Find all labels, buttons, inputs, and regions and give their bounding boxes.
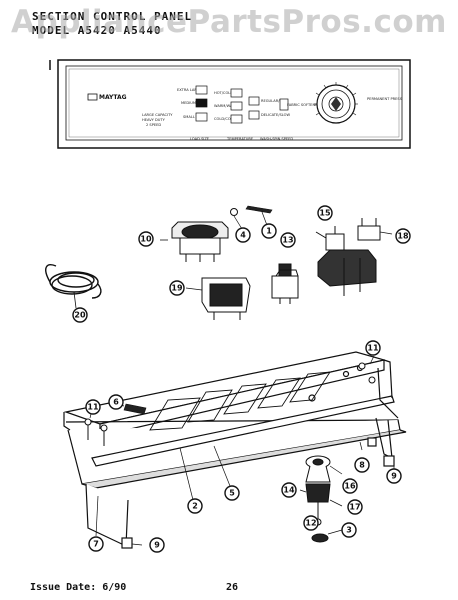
part-switch-18 [357,218,393,241]
callout-20: 20 [72,307,88,323]
callout-18: 18 [395,228,411,244]
svg-text:20: 20 [74,311,86,320]
part-selector-switch [185,277,251,320]
permanent-press-label: PERMANENT PRESS [367,97,403,101]
callout-1: 1 [261,223,277,239]
issue-date: Issue Date: 6/90 [30,582,127,593]
speed-option-2: DELICATE/SLOW [261,113,290,117]
callout-15: 15 [317,205,333,221]
callout-17: 17 [347,499,363,515]
fabric-softener-label: FABRIC SOFTENER [287,103,320,107]
part-screws [84,362,376,446]
callout-9b: 9 [149,537,165,553]
svg-text:7: 7 [93,540,99,549]
svg-text:9: 9 [391,472,397,481]
callout-6: 6 [108,394,124,410]
panel-left-label-3: 2 SPEED [146,123,161,127]
temperature-option-1: HOT/COLD [214,91,233,95]
part-clip [123,403,147,415]
svg-text:2: 2 [192,502,198,511]
svg-text:15: 15 [319,209,331,218]
console-frame [63,351,407,549]
callout-10: 10 [138,231,154,247]
callout-5: 5 [224,485,240,501]
svg-text:4: 4 [240,231,246,240]
svg-text:16: 16 [344,482,356,491]
svg-text:10: 10 [140,235,152,244]
svg-text:12: 12 [305,519,316,528]
svg-text:11: 11 [367,344,379,353]
part-knob [230,208,243,230]
callout-8: 8 [354,457,370,473]
callout-19: 19 [169,280,185,296]
model-title: MODEL A5420 A5440 [32,24,162,37]
callout-7: 7 [88,536,104,552]
control-panel: MAYTAG LARGE CAPACITY HEAVY DUTY 2 SPEED… [57,59,411,149]
speed-buttons: REGULAR/FAST DELICATE/SLOW [248,96,290,120]
svg-text:8: 8 [359,461,365,470]
temperature-option-3: COLD/COLD [214,117,236,121]
load-size-option-2: MEDIUM [181,101,196,105]
temperature-option-2: WARM/WARM [214,104,238,108]
callout-13: 13 [280,232,296,248]
watermark: AppliancePartsPros.com [11,4,447,40]
speed-option-1: REGULAR/FAST [261,99,289,103]
callout-16: 16 [342,478,358,494]
page-number: 26 [226,582,239,593]
svg-text:18: 18 [397,232,409,241]
svg-text:6: 6 [113,398,119,407]
svg-text:13: 13 [282,236,293,245]
bottom-label-load-size: LOAD SIZE [190,137,210,141]
part-motor-assembly [315,226,377,296]
callout-4: 4 [235,227,251,243]
load-size-buttons: EXTRA LARGE MEDIUM SMALL [177,85,208,122]
panel-left-label-2: HEAVY DUTY [142,118,166,122]
bottom-label-temperature: TEMPERATURE [226,137,254,141]
svg-text:17: 17 [349,503,360,512]
svg-text:1: 1 [266,227,272,236]
callout-11b: 11 [365,340,381,356]
panel-brand: MAYTAG [99,94,127,101]
svg-text:3: 3 [346,526,352,535]
callout-11a: 11 [85,399,101,415]
svg-text:9: 9 [154,541,160,550]
callout-9a: 9 [386,468,402,484]
svg-text:11: 11 [87,403,99,412]
svg-text:14: 14 [283,486,295,495]
part-actuator-assembly [305,455,331,543]
svg-text:5: 5 [229,489,235,498]
part-wire-harness [45,264,102,309]
callout-2: 2 [187,498,203,514]
callout-12: 12 [303,515,319,531]
callout-14: 14 [281,482,297,498]
load-size-option-3: SMALL [183,115,195,119]
temperature-buttons: HOT/COLD WARM/WARM COLD/COLD [214,88,243,124]
callout-3: 3 [341,522,357,538]
part-switch-13 [271,263,299,304]
timer-dial [314,82,358,124]
part-timer-motor [160,221,229,262]
section-title: SECTION CONTROL PANEL [32,10,193,23]
panel-left-label-1: LARGE CAPACITY [142,113,173,117]
svg-text:19: 19 [171,284,183,293]
load-size-option-1: EXTRA LARGE [177,88,203,92]
bottom-label-speed: WASH-SPIN SPEED [260,137,293,141]
